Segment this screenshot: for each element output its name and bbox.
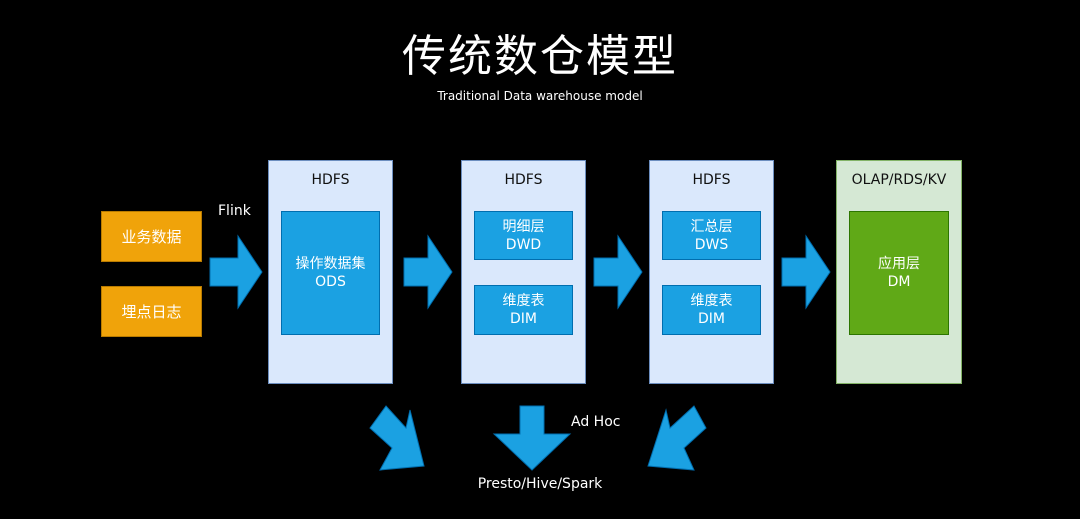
box-label-en: DWD [505,236,542,253]
hdfs-column-dws: HDFS 汇总层 DWS 维度表 DIM [649,160,774,384]
box-label-en: ODS [315,274,346,290]
page-subtitle: Traditional Data warehouse model [437,89,643,103]
dws-box: 汇总层 DWS [662,211,761,260]
dim-box: 维度表 DIM [474,285,573,335]
column-title: OLAP/RDS/KV [851,172,947,188]
arrow-ods-to-query [369,405,425,471]
arrow-ods-to-dwd [403,234,453,310]
dim-box: 维度表 DIM [662,285,761,335]
arrow-dws-to-query [647,405,707,471]
box-label-cn: 维度表 [502,293,545,309]
column-title: HDFS [692,172,731,188]
page-title: 传统数仓模型 [402,31,678,82]
column-title: HDFS [504,172,543,188]
box-label-cn: 应用层 [878,256,920,272]
adhoc-label: Ad Hoc [571,414,621,430]
column-title: HDFS [311,172,350,188]
box-label-cn: 操作数据集 [295,256,366,272]
box-label-en: DWS [694,236,729,253]
arrow-dwd-to-dws [593,234,643,310]
arrow-dwd-to-query [492,405,572,471]
arrow-sources-to-ods [209,234,263,310]
box-label-en: DIM [510,311,537,327]
source-tracking-logs: 埋点日志 [101,286,202,337]
query-engine-label: Presto/Hive/Spark [477,476,603,492]
ods-box: 操作数据集 ODS [281,211,380,335]
box-label-cn: 维度表 [690,293,733,309]
source-business-data: 业务数据 [101,211,202,262]
dwd-box: 明细层 DWD [474,211,573,260]
hdfs-column-ods: HDFS 操作数据集 ODS [268,160,393,384]
olap-column-dm: OLAP/RDS/KV 应用层 DM [836,160,962,384]
dm-box: 应用层 DM [849,211,949,335]
box-label-cn: 明细层 [502,218,545,235]
box-label-en: DM [887,274,911,290]
arrow-dws-to-dm [781,234,831,310]
box-label-en: DIM [698,311,725,327]
flink-label: Flink [218,203,251,219]
hdfs-column-dwd: HDFS 明细层 DWD 维度表 DIM [461,160,586,384]
box-label-cn: 汇总层 [690,218,733,235]
